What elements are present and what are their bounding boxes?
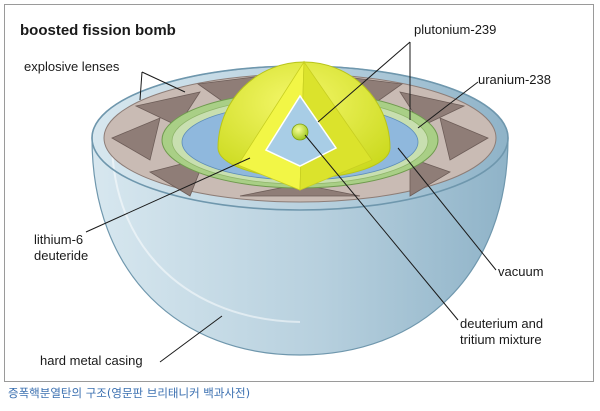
label-deuterium-line1: deuterium and — [460, 316, 544, 331]
image-caption[interactable]: 증폭핵분열탄의 구조(영문판 브리태니커 백과사전) — [8, 386, 251, 400]
diagram-title: boosted fission bomb — [20, 22, 176, 39]
leader-lines — [85, 41, 497, 363]
leader-explosive-2 — [141, 71, 186, 93]
leader-casing — [159, 315, 223, 363]
leader-explosive-1 — [139, 71, 143, 101]
label-plutonium-239: plutonium-239 — [414, 22, 497, 37]
leader-lithium — [85, 157, 251, 233]
label-explosive-lenses: explosive lenses — [24, 59, 120, 74]
leader-vacuum — [397, 147, 497, 271]
label-uranium-238: uranium-238 — [478, 72, 551, 87]
label-lithium-line2: deuteride — [34, 248, 89, 263]
leader-uranium — [417, 81, 479, 129]
deuterium-tritium-core — [291, 123, 309, 141]
label-hard-metal-casing: hard metal casing — [40, 353, 143, 368]
casing-inner-rim — [111, 139, 301, 323]
leader-deuterium — [304, 134, 459, 321]
label-lithium-line1: lithium-6 — [34, 232, 84, 247]
leader-plutonium-1 — [317, 41, 411, 123]
label-deuterium-line2: tritium mixture — [460, 332, 542, 347]
label-vacuum: vacuum — [498, 264, 544, 279]
